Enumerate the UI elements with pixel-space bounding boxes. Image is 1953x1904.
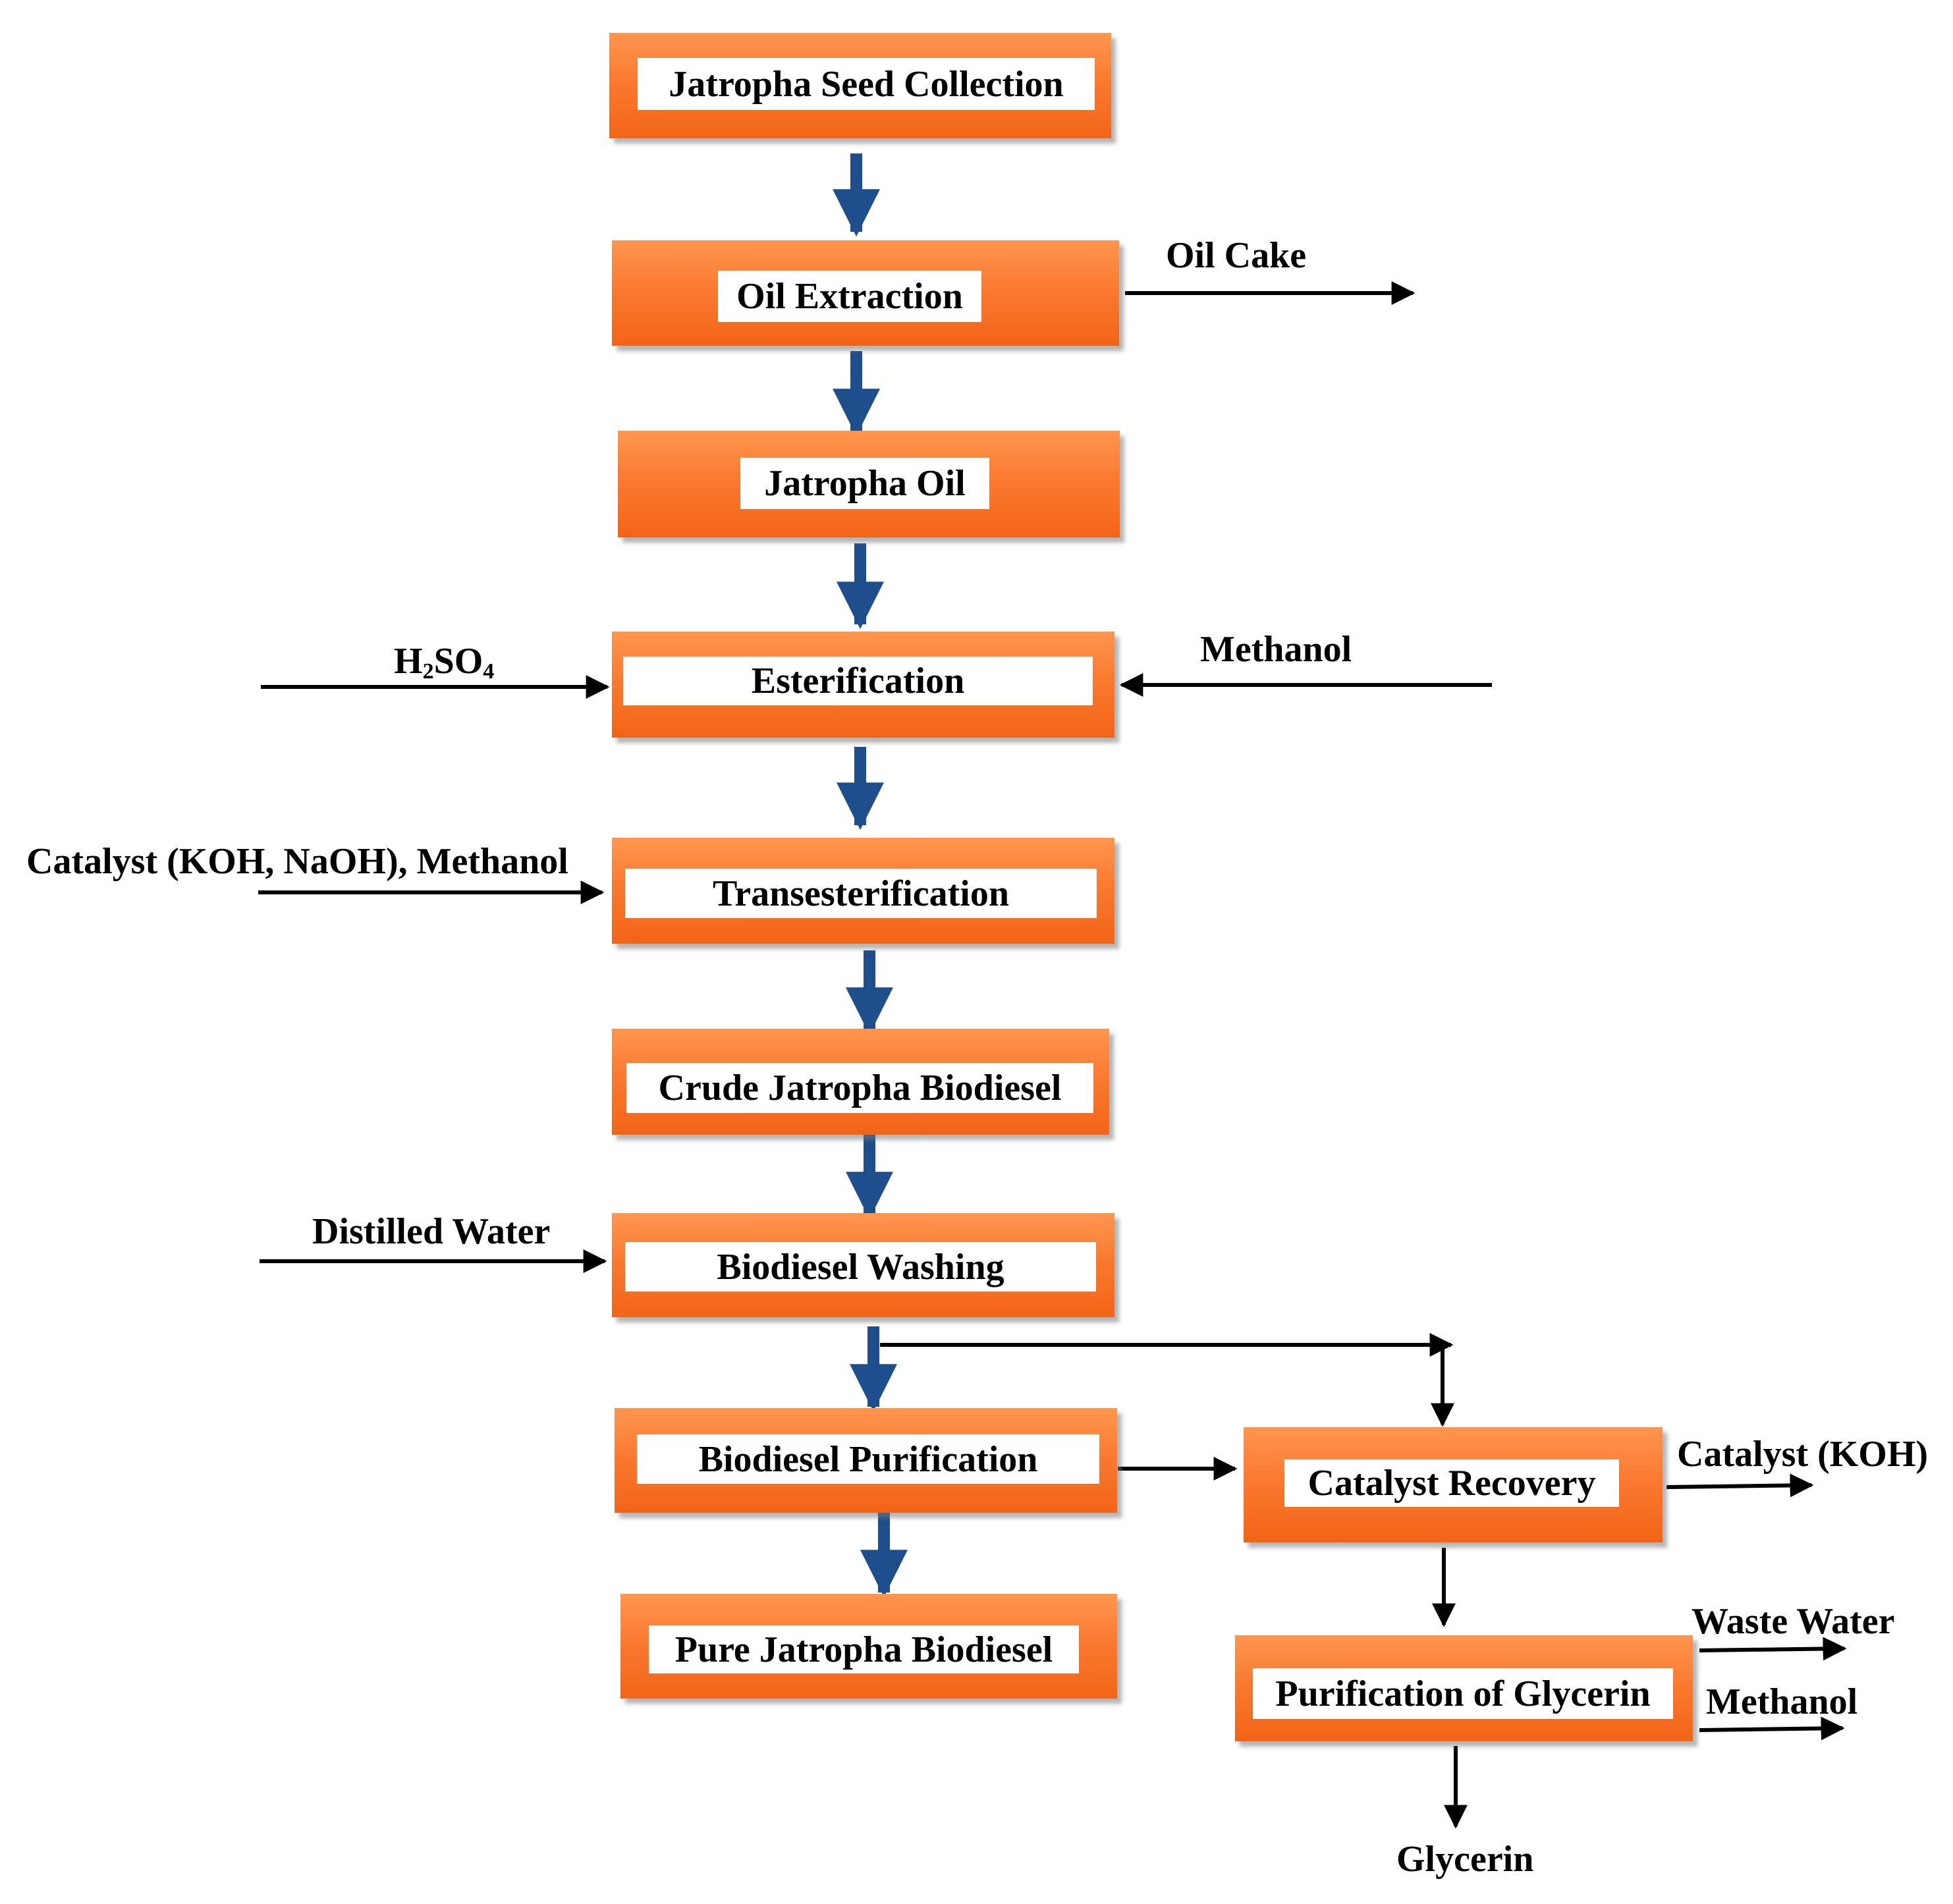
flow-label-h2so4: H2SO4 [394, 643, 494, 683]
step-esterification: Esterification [612, 632, 1114, 738]
step-label: Jatropha Oil [740, 458, 989, 509]
flow-label-glycerin: Glycerin [1396, 1839, 1534, 1880]
flow-label-distilled-water: Distilled Water [312, 1211, 551, 1252]
step-label: Esterification [623, 657, 1093, 705]
step-label: Oil Extraction [718, 271, 981, 322]
step-jatropha-oil: Jatropha Oil [618, 431, 1120, 537]
step-label: Jatropha Seed Collection [638, 58, 1095, 110]
arrow-waste-water-out [1699, 1637, 1847, 1661]
step-label: Crude Jatropha Biodiesel [626, 1063, 1093, 1113]
step-label: Biodiesel Purification [637, 1434, 1099, 1484]
step-label: Biodiesel Washing [625, 1242, 1096, 1292]
arrow-methanol-out [1699, 1716, 1845, 1741]
h2so4-h: H [394, 641, 423, 682]
step-label: Pure Jatropha Biodiesel [649, 1625, 1079, 1673]
flow-label-methanol-out: Methanol [1706, 1681, 1858, 1722]
step-transesterification: Transesterification [612, 838, 1114, 944]
h2so4-so: SO [433, 641, 483, 682]
h2so4-subscript-2: 2 [422, 659, 434, 684]
arrow-catalyst-koh-out [1666, 1473, 1814, 1498]
step-biodiesel-purification: Biodiesel Purification [615, 1408, 1117, 1513]
flow-label-oil-cake: Oil Cake [1166, 235, 1307, 276]
flow-label-waste-water: Waste Water [1692, 1601, 1895, 1642]
step-seed-collection: Jatropha Seed Collection [609, 33, 1111, 138]
step-biodiesel-washing: Biodiesel Washing [612, 1213, 1114, 1317]
step-label: Catalyst Recovery [1284, 1459, 1619, 1507]
step-oil-extraction: Oil Extraction [612, 240, 1119, 346]
flow-label-catalyst-koh: Catalyst (KOH) [1677, 1434, 1929, 1475]
step-catalyst-recovery: Catalyst Recovery [1244, 1427, 1663, 1542]
flow-label-catalyst-methanol: Catalyst (KOH, NaOH), Methanol [26, 841, 568, 882]
step-glycerin-purification: Purification of Glycerin [1235, 1635, 1693, 1741]
step-pure-biodiesel: Pure Jatropha Biodiesel [620, 1594, 1117, 1699]
flow-label-methanol-in: Methanol [1200, 629, 1352, 670]
step-crude-biodiesel: Crude Jatropha Biodiesel [612, 1029, 1109, 1135]
step-label: Purification of Glycerin [1253, 1668, 1673, 1719]
step-label: Transesterification [625, 869, 1097, 918]
h2so4-subscript-4: 4 [483, 659, 495, 684]
